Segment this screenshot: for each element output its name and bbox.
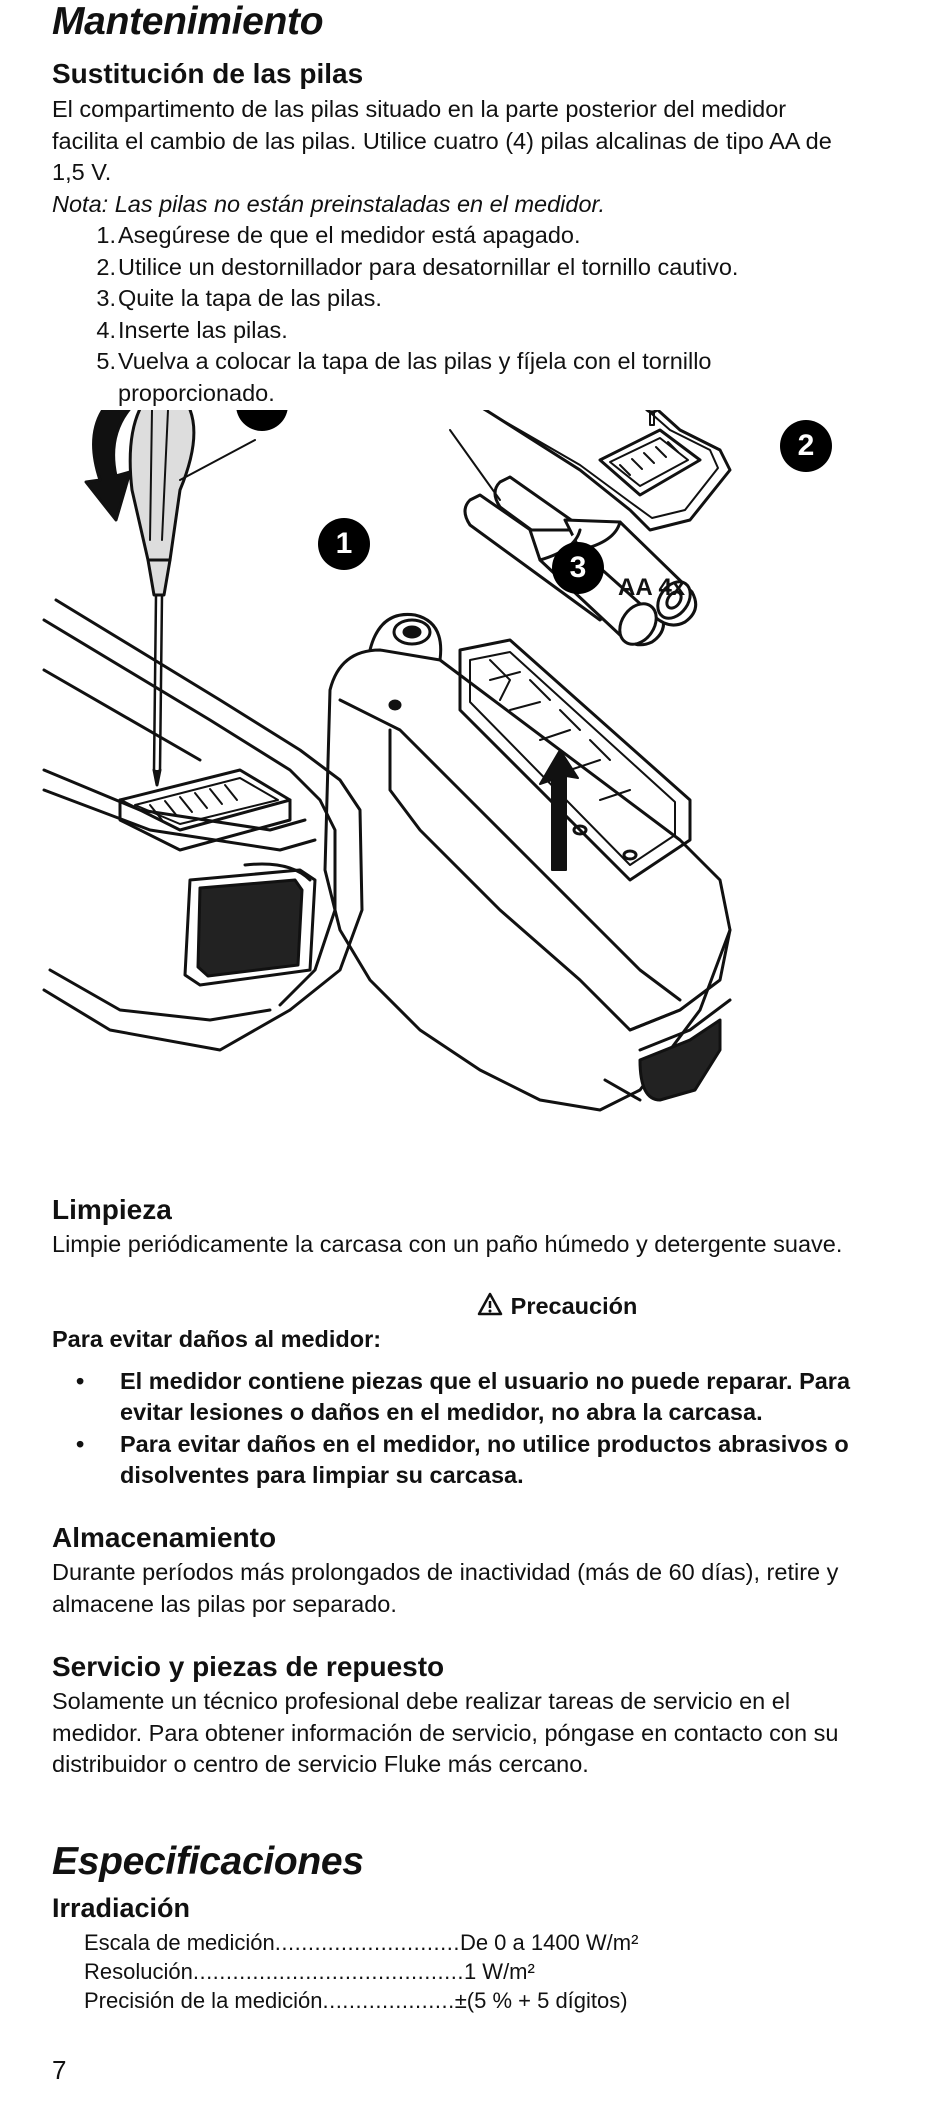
list-item: • Para evitar daños en el medidor, no uti… [52,1429,932,1492]
spec-value: 1 W/m² [463,1959,535,1984]
list-item: 1.Asegúrese de que el medidor está apaga… [52,220,932,252]
battery-label: AA 4x [618,574,686,601]
meter-left-drawing [42,598,364,1052]
spec-leader: .................... [322,1988,455,2013]
step-number: 3. [96,285,116,311]
callout-3: 3 [552,542,604,594]
section-heading-service: Servicio y piezas de repuesto [52,1651,445,1682]
caution-block: Precaución Para evitar daños al medidor:… [52,1291,932,1492]
callout-2: 2 [780,420,832,472]
spec-table: Escala de medición......................… [52,1928,932,2015]
spec-leader: ........................................… [192,1959,464,1984]
warning-triangle-icon [477,1292,503,1324]
battery-intro-line: El compartimento de las pilas situado en… [52,96,787,122]
bullet-text: El medidor contiene piezas que el usuari… [120,1366,850,1429]
spec-row: Resolución..............................… [52,1957,932,1986]
spec-label: Precisión de la medición [84,1988,323,2013]
service-text: Solamente un técnico profesional debe re… [52,1686,838,1781]
screwdriver-drawing [84,410,196,787]
battery-steps: 1.Asegúrese de que el medidor está apaga… [52,220,932,409]
bullet-line: disolventes para limpiar su carcasa. [120,1462,524,1488]
spec-label: Resolución [84,1959,193,1984]
section-title-specifications: Especificaciones [52,1840,364,1883]
service-line: distribuidor o centro de servicio Fluke … [52,1751,589,1777]
spec-value: ±(5 % + 5 dígitos) [454,1988,628,2013]
storage-line: Durante períodos más prolongados de inac… [52,1559,839,1585]
caution-title-text: Precaución [510,1293,638,1319]
battery-intro-line: 1,5 V. [52,159,112,185]
step-text: Quite la tapa de las pilas. [118,285,382,311]
bullet-line: Para evitar daños en el medidor, no util… [120,1430,849,1457]
list-item: 4.Inserte las pilas. [52,315,932,347]
caution-bullets: • El medidor contiene piezas que el usuar… [52,1366,932,1492]
step-text: Asegúrese de que el medidor está apagado… [118,222,581,248]
step-text: Vuelva a colocar la tapa de las pilas y … [118,346,712,409]
step-number: 2. [96,253,116,280]
list-item: 2.Utilice un destornillador para desator… [52,252,932,284]
spec-row: Precisión de la medición................… [52,1986,932,2015]
bullet-line: El medidor contiene piezas que el usuari… [120,1367,851,1394]
step-text: Utilice un destornillador para desatorni… [118,253,739,280]
bullet-icon: • [76,1367,85,1394]
step-number: 1. [96,222,116,248]
step-text-line: Vuelva a colocar la tapa de las pilas y … [118,348,712,374]
insert-arrow-icon [539,749,579,871]
battery-note: Nota: Las pilas no están preinstaladas e… [52,190,606,217]
section-heading-irradiance: Irradiación [52,1893,191,1923]
service-line: Solamente un técnico profesional debe re… [52,1688,791,1714]
section-heading-storage: Almacenamiento [52,1522,277,1553]
bullet-icon: • [76,1430,85,1457]
step-number: 4. [96,316,116,343]
callout-1: 1 [318,518,370,570]
storage-text: Durante períodos más prolongados de inac… [52,1557,838,1620]
step-text-line: proporcionado. [118,379,275,406]
bullet-text: Para evitar daños en el medidor, no util… [120,1429,849,1492]
battery-intro-line: facilita el cambio de las pilas. Utilice… [52,127,832,154]
callout-1 [236,410,288,431]
cleaning-text: Limpie periódicamente la carcasa con un … [52,1231,843,1257]
battery-cover-drawing [482,410,732,532]
spec-value: De 0 a 1400 W/m² [459,1930,639,1955]
spec-row: Escala de medición......................… [52,1928,932,1957]
list-item: 5.Vuelva a colocar la tapa de las pilas … [52,346,932,409]
section-heading-battery: Sustitución de las pilas [52,58,364,89]
list-item: 3.Quite la tapa de las pilas. [52,283,932,315]
caution-title: Precaución [182,1291,932,1324]
spec-leader: ............................ [274,1930,460,1955]
page-number: 7 [52,2055,67,2085]
list-item: • El medidor contiene piezas que el usuar… [52,1366,932,1429]
section-heading-cleaning: Limpieza [52,1194,172,1225]
caution-lead: Para evitar daños al medidor: [52,1326,382,1352]
spec-label: Escala de medición [84,1930,275,1955]
service-line: medidor. Para obtener información de ser… [52,1719,839,1746]
bullet-line: evitar lesiones o daños en el medidor, n… [120,1399,763,1425]
meter-right-drawing [323,612,732,1112]
step-text: Inserte las pilas. [118,316,288,343]
step-number: 5. [96,348,116,374]
storage-line: almacene las pilas por separado. [52,1590,397,1617]
battery-replacement-illustration [42,410,732,1112]
battery-intro: El compartimento de las pilas situado en… [52,94,932,409]
page-title: Mantenimiento [52,0,324,43]
